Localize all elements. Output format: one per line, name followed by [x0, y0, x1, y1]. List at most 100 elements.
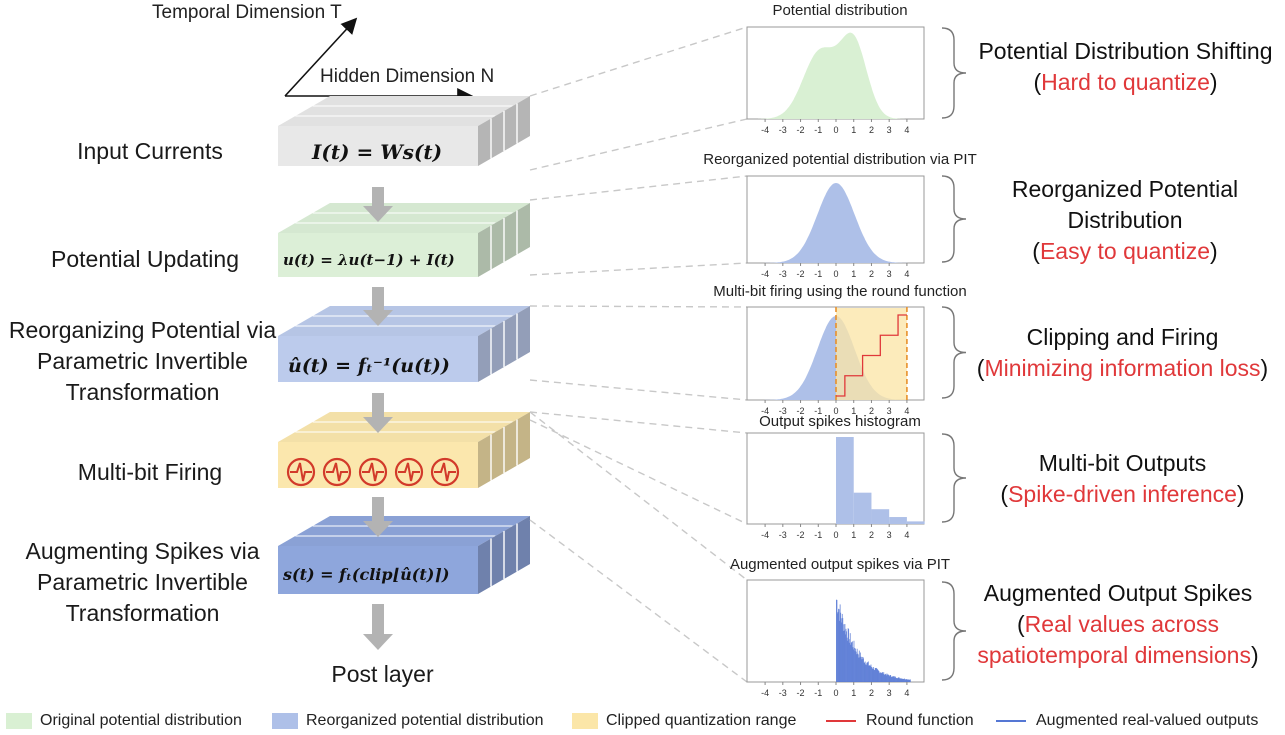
augmented-histogram-bar: [863, 662, 865, 682]
chart-tick-label: 3: [887, 269, 892, 279]
augmented-histogram-bar: [840, 618, 842, 682]
chart-tick-label: 1: [851, 688, 856, 698]
slab-top-face: [278, 412, 530, 442]
augmented-histogram-bar: [859, 657, 861, 682]
histogram-bar: [836, 437, 854, 524]
augmented-histogram-bar: [863, 658, 864, 682]
augmented-histogram-bar: [887, 674, 888, 682]
chart-tick-label: -2: [797, 406, 805, 416]
augmented-histogram-bar: [881, 672, 883, 682]
augmented-histogram-bar: [867, 661, 869, 682]
augmented-histogram-bar: [872, 669, 874, 682]
slab-4: [278, 516, 530, 594]
chart-tick-label: -1: [814, 125, 822, 135]
slab-0: [278, 96, 530, 166]
augmented-histogram-bar: [895, 677, 897, 682]
augmented-histogram-bar: [885, 675, 887, 682]
chart-tick-label: 0: [833, 530, 838, 540]
augmented-histogram-bar: [853, 640, 855, 682]
augmented-histogram-bar: [853, 649, 854, 682]
legend-label: Clipped quantization range: [606, 712, 797, 729]
augmented-histogram-bar: [892, 676, 894, 682]
legend-label: Original potential distribution: [40, 712, 242, 729]
augmented-histogram-bar: [877, 669, 879, 682]
chart-tick-label: -3: [779, 406, 787, 416]
down-arrow: [363, 287, 393, 326]
augmented-histogram-bar: [908, 679, 910, 682]
augmented-histogram-bar: [873, 670, 875, 682]
augmented-histogram-bar: [891, 677, 893, 682]
chart-tick-label: 1: [851, 125, 856, 135]
augmented-histogram-bar: [866, 663, 868, 682]
augmented-histogram-bar: [867, 662, 869, 682]
augmented-histogram-bar: [857, 653, 859, 682]
slab-1: [278, 203, 530, 277]
down-arrow: [363, 187, 393, 222]
augmented-histogram-bar: [859, 652, 861, 682]
augmented-histogram-bar: [890, 676, 892, 682]
augmented-histogram-bar: [864, 662, 866, 682]
connector-dashed-line: [529, 262, 748, 276]
augmented-histogram-bar: [879, 672, 881, 682]
chart-tick-label: 0: [833, 688, 838, 698]
augmented-histogram-bar: [879, 673, 880, 682]
augmented-histogram-bar: [895, 676, 896, 682]
slab-front-face: [278, 546, 478, 594]
augmented-histogram-bar: [848, 642, 850, 682]
down-arrow: [363, 393, 393, 433]
legend-line-red: [826, 720, 856, 722]
legend-augmented: Augmented real-valued outputs: [996, 712, 1258, 730]
chart-tick-label: -3: [779, 530, 787, 540]
curly-brace: [941, 175, 967, 263]
augmented-histogram-bar: [875, 668, 877, 682]
augmented-histogram-bar: [897, 677, 899, 682]
augmented-histogram-bar: [860, 659, 862, 682]
augmented-histogram-bar: [837, 613, 838, 682]
augmented-histogram-bar: [836, 599, 838, 682]
augmented-histogram-bar: [884, 674, 886, 682]
chart-frame: [746, 432, 925, 525]
augmented-histogram-bar: [868, 665, 870, 682]
augmented-histogram-bar: [850, 644, 852, 682]
augmented-histogram-bar: [880, 673, 882, 682]
augmented-histogram-bar: [864, 661, 866, 682]
chart-tick-label: -4: [761, 406, 769, 416]
augmented-histogram-bar: [876, 668, 878, 682]
augmented-histogram-bar: [841, 613, 843, 682]
chart-tick-label: -1: [814, 406, 822, 416]
chart-tick-label: 3: [887, 406, 892, 416]
connector-dashed-line: [529, 411, 748, 434]
chart-tick-label: 1: [851, 406, 856, 416]
equation-potential-updating: u(t) = λu(t−1) + I(t): [283, 251, 455, 269]
chart-title-potential: Potential distribution: [772, 2, 908, 19]
augmented-histogram-bar: [906, 679, 908, 682]
augmented-histogram-bar: [837, 611, 839, 682]
augmented-histogram-bar: [856, 648, 858, 682]
augmented-histogram-bar: [901, 679, 903, 682]
augmented-histogram-bar: [891, 676, 893, 682]
chart-title-augmented: Augmented output spikes via PIT: [729, 556, 951, 573]
curly-brace: [941, 27, 967, 119]
slab-3: [278, 412, 530, 488]
chart-title-output-spikes: Output spikes histogram: [759, 413, 921, 430]
augmented-histogram-bar: [868, 665, 870, 682]
legend-reorganized: Reorganized potential distribution: [272, 712, 543, 730]
augmented-histogram-bar: [858, 657, 860, 682]
blue-distribution-area: [758, 183, 914, 263]
spike-firing-icon: [358, 457, 388, 487]
chart-tick-label: 4: [904, 125, 909, 135]
chart-tick-label: 3: [887, 688, 892, 698]
augmented-histogram-bar: [899, 678, 901, 682]
spike-firing-icon: [286, 457, 316, 487]
augmented-histogram-bar: [909, 679, 911, 682]
chart-tick-label: -2: [797, 125, 805, 135]
connector-dashed-line: [529, 379, 748, 401]
connector-dashed-line: [529, 118, 748, 171]
connector-dashed-line: [529, 305, 748, 308]
augmented-histogram-bar: [890, 675, 892, 682]
augmented-histogram-bar: [881, 672, 883, 682]
chart-tick-label: -3: [779, 125, 787, 135]
